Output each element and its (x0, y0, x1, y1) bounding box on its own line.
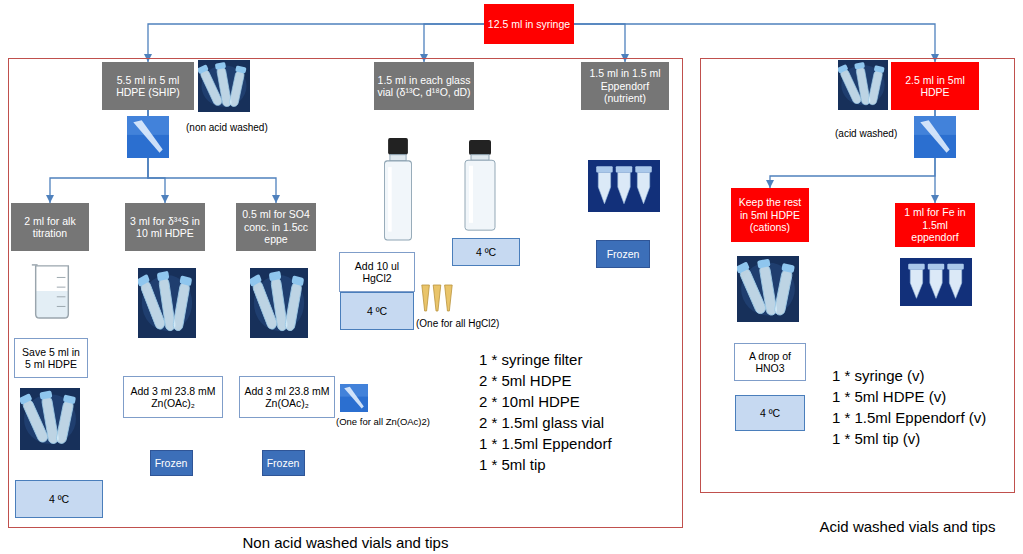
region-caption: Non acid washed vials and tips (9, 534, 682, 552)
treatment-box: Add 3 ml 23.8 mM Zn(OAc)₂ (239, 376, 335, 418)
split-box: 0.5 ml for SO4 conc. in 1.5cc eppe (236, 203, 316, 251)
hdpe-tubes-photo (19, 388, 80, 450)
treatment-box: A drop of HNO3 (734, 343, 806, 381)
box-text: 1.5 ml in each glass vial (δ¹³C, d¹⁸O, d… (377, 74, 471, 99)
pipette-tip-icon (340, 384, 368, 412)
material-list-item: 2 * 1.5ml glass vial (479, 414, 604, 432)
box-text: Frozen (155, 457, 188, 470)
flow-connector (574, 24, 935, 62)
storage-box: 4 ºC (15, 480, 103, 518)
material-list-item: 1 * 1.5ml Eppendorf (v) (832, 409, 986, 427)
material-list-item: 1 * syringe filter (479, 351, 582, 369)
split-box: 1.5 ml in each glass vial (δ¹³C, d¹⁸O, d… (374, 62, 474, 110)
hdpe-tubes-photo (197, 60, 250, 112)
box-text: 4 ºC (49, 493, 69, 506)
storage-box: 4 ºC (735, 395, 805, 431)
material-list-item: 1 * 5ml tip (479, 456, 546, 474)
box-text: 12.5 ml in syringe (488, 18, 570, 31)
box-text: 4 ºC (760, 407, 780, 420)
frozen-box: Frozen (262, 450, 305, 476)
sample-box: 2.5 ml in 5ml HDPE (891, 62, 979, 110)
box-text: 1 ml for Fe in 1.5ml eppendorf (898, 206, 972, 244)
box-text: 3 ml for δ³⁴S in 10 ml HDPE (128, 215, 202, 240)
sample-box: Keep the rest in 5ml HDPE (cations) (731, 188, 809, 242)
pipette-tip-icon (914, 116, 956, 158)
material-list-item: 2 * 5ml HDPE (479, 372, 572, 390)
beaker-icon (32, 265, 68, 318)
flow-connector (148, 24, 484, 62)
pipette-tip-icon (127, 116, 169, 158)
material-list-item: 1 * syringe (v) (832, 367, 925, 385)
storage-box: 4 ºC (340, 292, 414, 330)
frozen-box: Frozen (596, 240, 650, 268)
flow-connector (574, 24, 625, 62)
box-text: 5.5 ml in 5 ml HDPE (SHIP) (105, 74, 191, 99)
split-box: 3 ml for δ³⁴S in 10 ml HDPE (125, 203, 205, 251)
region-caption: Acid washed vials and tips (800, 518, 1015, 536)
box-text: Frozen (607, 248, 640, 261)
region-panel: Acid washed vials and tips1 * syringe (v… (700, 58, 1015, 493)
hdpe-tubes-photo (249, 268, 308, 338)
box-text: 0.5 ml for SO4 conc. in 1.5cc eppe (239, 208, 313, 246)
glass-vial-icon (385, 138, 412, 240)
box-text: Frozen (267, 457, 300, 470)
note-label: (One for all HgCl2) (416, 318, 499, 330)
frozen-box: Frozen (150, 450, 193, 476)
storage-box: 4 ºC (452, 238, 520, 266)
eppendorf-photo (588, 160, 660, 212)
treatment-box: Add 3 ml 23.8 mM Zn(OAc)₂ (123, 376, 223, 418)
box-text: 2 ml for alk titration (14, 215, 86, 240)
treatment-box: Add 10 ul HgCl2 (339, 252, 415, 292)
sample-box: 12.5 ml in syringe (484, 4, 574, 44)
eppendorf-photo (900, 258, 972, 306)
box-text: 2.5 ml in 5ml HDPE (894, 74, 976, 99)
box-text: Save 5 ml in 5 ml HDPE (18, 346, 84, 371)
box-text: Keep the rest in 5ml HDPE (cations) (734, 196, 806, 234)
split-box: 2 ml for alk titration (11, 203, 89, 251)
note-label: (One for all Zn(OAc)2) (336, 416, 430, 428)
region-panel: Non acid washed vials and tips1 * syring… (8, 58, 683, 528)
box-text: Add 3 ml 23.8 mM Zn(OAc)₂ (243, 385, 331, 410)
note-label: (non acid washed) (186, 122, 268, 134)
box-text: 1.5 ml in 1.5 ml Eppendorf (nutrient) (584, 67, 666, 105)
note-label: (acid washed) (835, 128, 897, 140)
hdpe-tubes-photo (736, 256, 799, 322)
material-list-item: 1 * 1.5ml Eppendorf (479, 435, 612, 453)
box-text: 4 ºC (476, 246, 496, 259)
material-list-item: 2 * 10ml HDPE (479, 393, 580, 411)
treatment-box: Save 5 ml in 5 ml HDPE (14, 338, 88, 378)
flow-connector (770, 110, 935, 188)
box-text: 4 ºC (367, 305, 387, 318)
sample-box: 1 ml for Fe in 1.5ml eppendorf (895, 203, 975, 247)
small-tips-icon (422, 285, 452, 311)
material-list-item: 1 * 5ml tip (v) (832, 430, 920, 448)
split-box: 5.5 ml in 5 ml HDPE (SHIP) (102, 62, 194, 110)
glass-vial-icon (465, 140, 495, 230)
split-box: 1.5 ml in 1.5 ml Eppendorf (nutrient) (581, 62, 669, 110)
box-text: Add 3 ml 23.8 mM Zn(OAc)₂ (127, 385, 219, 410)
hdpe-tubes-photo (837, 60, 888, 110)
box-text: A drop of HNO3 (738, 350, 802, 375)
box-text: Add 10 ul HgCl2 (343, 260, 411, 285)
material-list-item: 1 * 5ml HDPE (v) (832, 388, 946, 406)
hdpe-tubes-photo (137, 268, 196, 338)
flow-connector (424, 24, 484, 62)
